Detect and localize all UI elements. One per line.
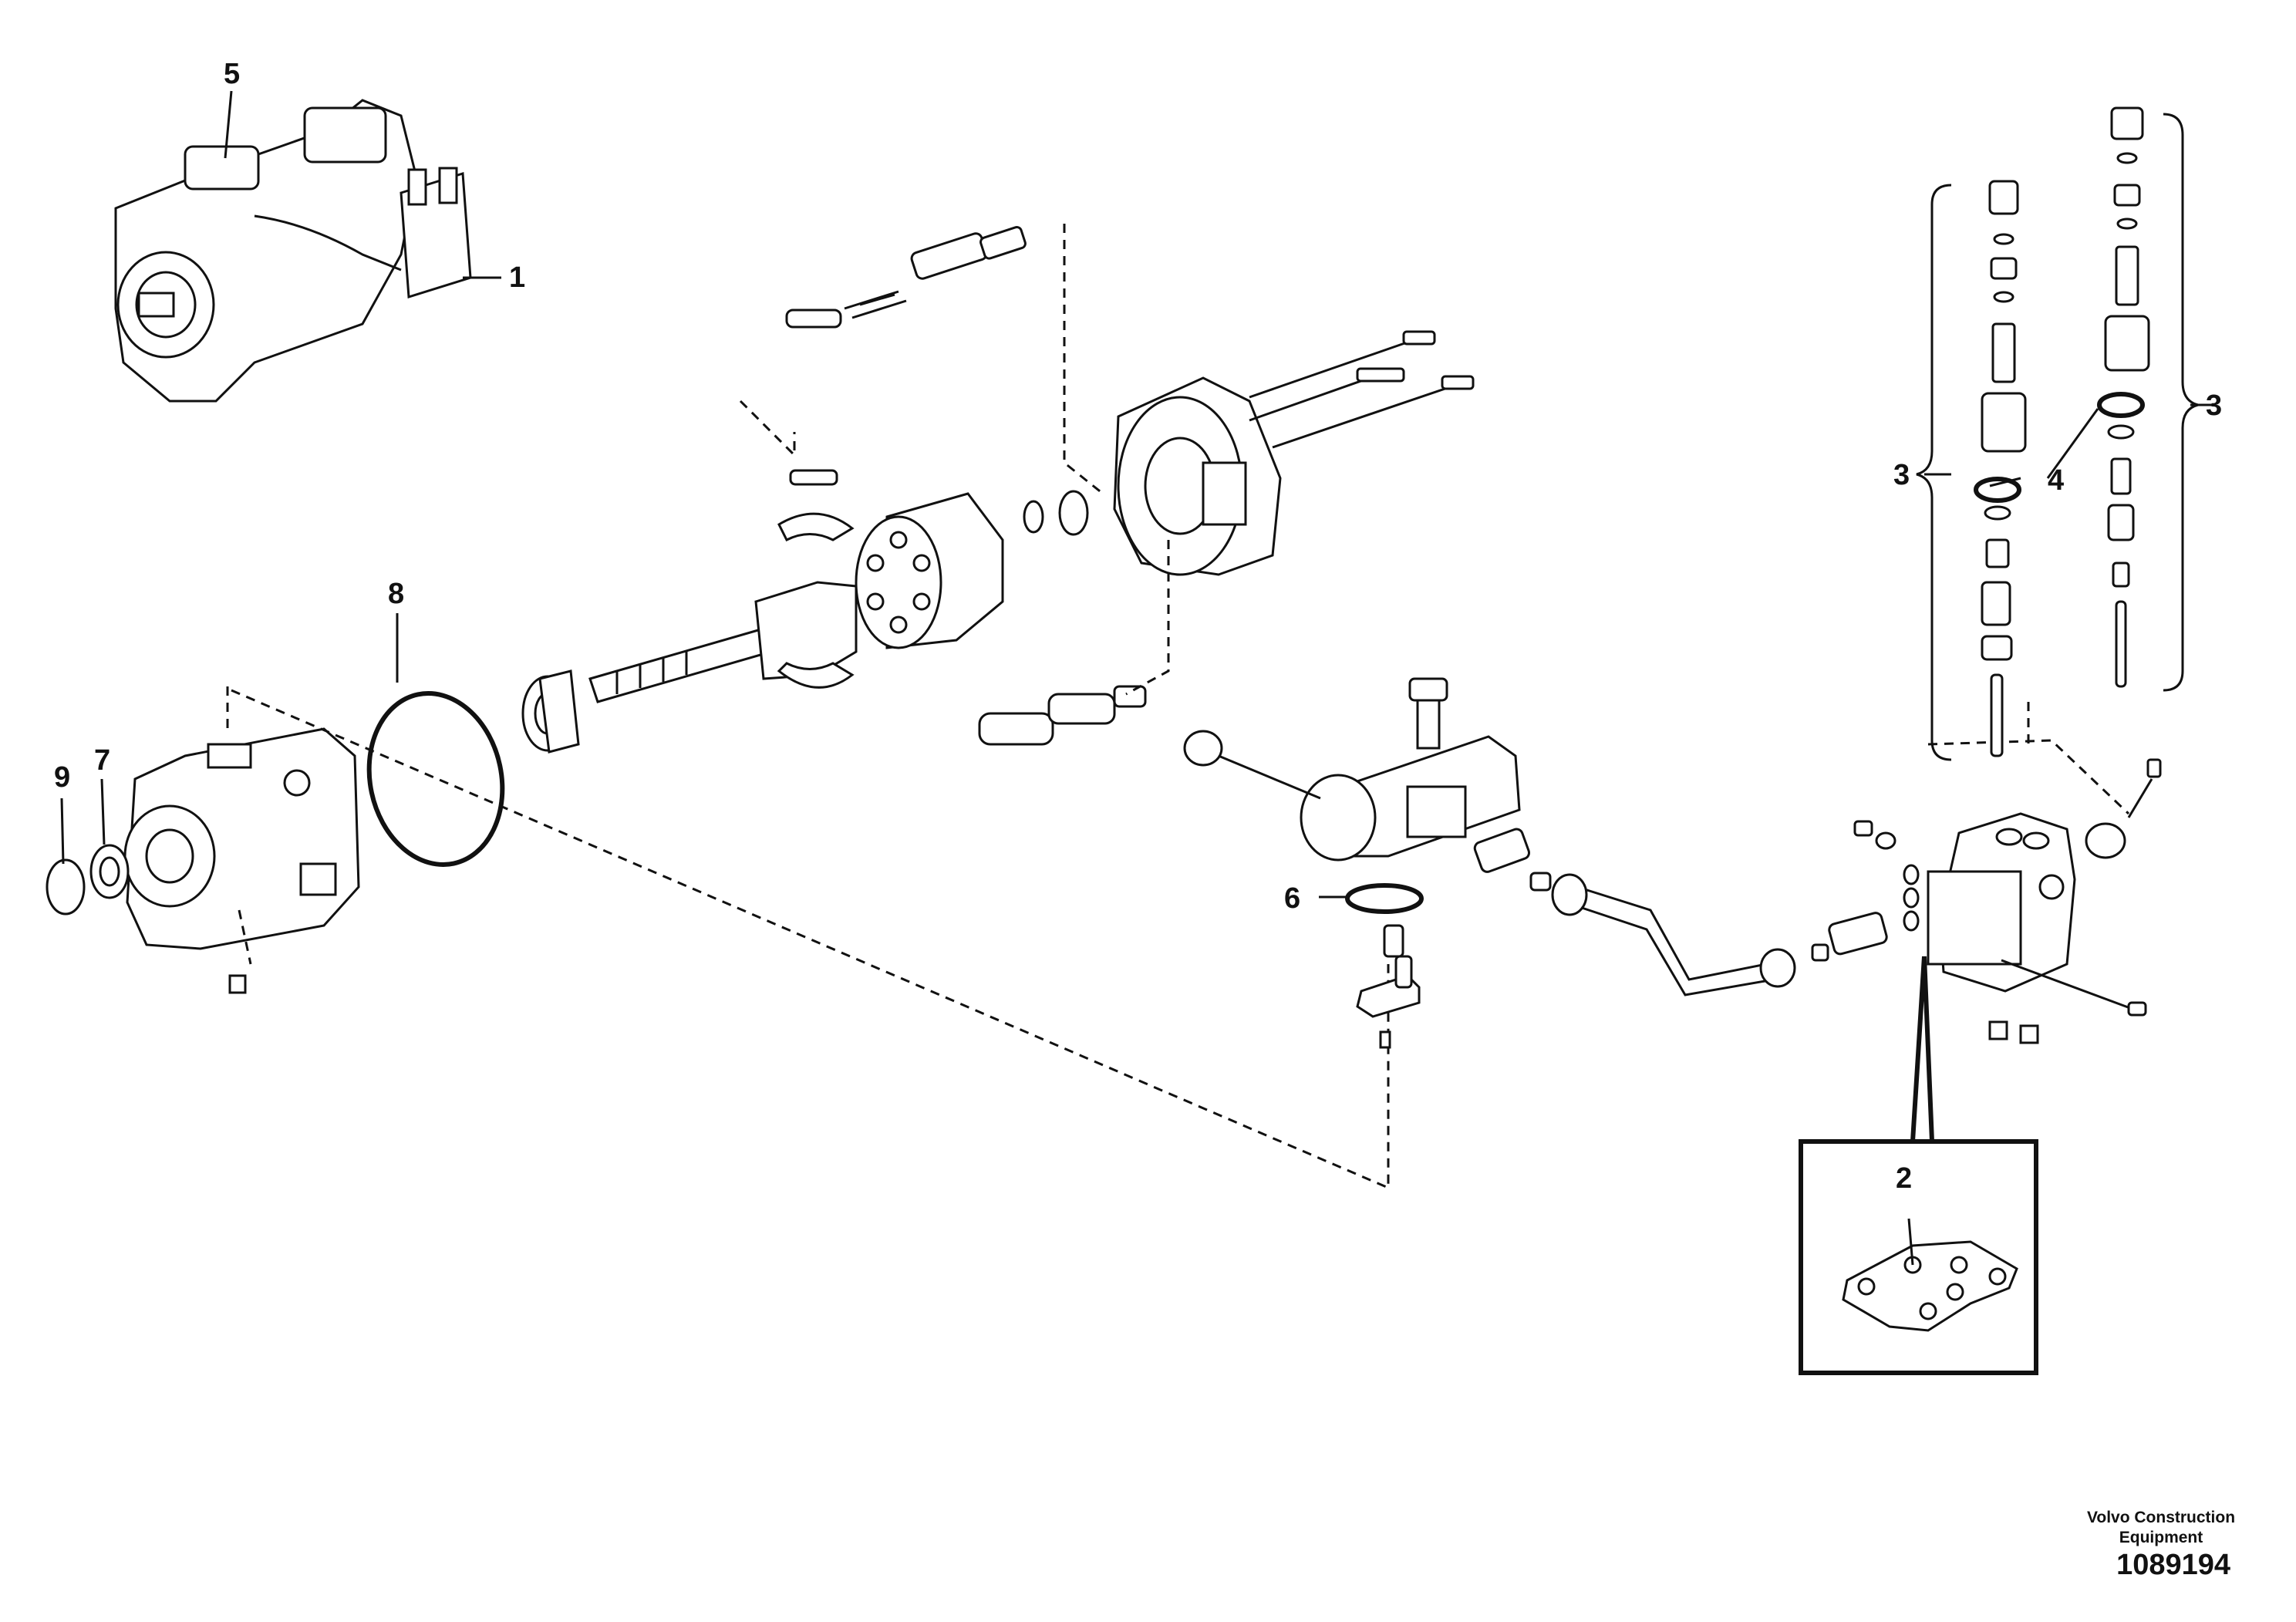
assembled-pump: [114, 99, 472, 403]
callout-8: 8: [388, 578, 404, 610]
bolts: [1249, 334, 1466, 449]
swash-plate: [754, 469, 858, 689]
end-cover: [1113, 376, 1282, 576]
pipe: [1576, 885, 1775, 996]
o-ring-6: [1345, 883, 1424, 914]
valve-cartridge-stack-left: [1974, 180, 2027, 757]
retaining-ring: [46, 858, 86, 916]
illustration-number: 1089194: [2116, 1549, 2230, 1581]
callout-3-right: 3: [2206, 389, 2222, 422]
pump-housing: [123, 727, 360, 994]
cylinder-block: [855, 492, 1004, 649]
callout-7: 7: [94, 744, 110, 777]
fitting: [1473, 828, 1531, 873]
callout-3-left: 3: [1893, 459, 1910, 491]
shaft-seal: [89, 844, 130, 899]
bottom-piston-set: [978, 685, 1147, 746]
valve-block: [1927, 812, 2076, 993]
brace-right: [2163, 113, 2199, 692]
callout-leaders: [60, 90, 2213, 1266]
callout-4: 4: [2048, 464, 2064, 497]
callout-5: 5: [224, 58, 240, 90]
o-ring-8: [366, 691, 505, 867]
brace-left: [1916, 184, 1952, 761]
detail-leader: [1910, 956, 1934, 1142]
callout-2: 2: [1896, 1162, 1912, 1195]
manifold-block: [1300, 677, 1521, 862]
leader-dashed: [1063, 224, 1104, 495]
callout-6: 6: [1284, 882, 1300, 915]
footer-company: Volvo Construction Equipment: [2086, 1509, 2236, 1546]
valve-cartridge-stack-right: [2097, 106, 2150, 688]
mounting-plate: [1842, 1240, 2018, 1332]
callout-1: 1: [509, 261, 525, 294]
callout-9: 9: [54, 761, 70, 794]
detail-box: [1799, 1139, 2038, 1375]
control-piston-set: [785, 226, 1027, 329]
